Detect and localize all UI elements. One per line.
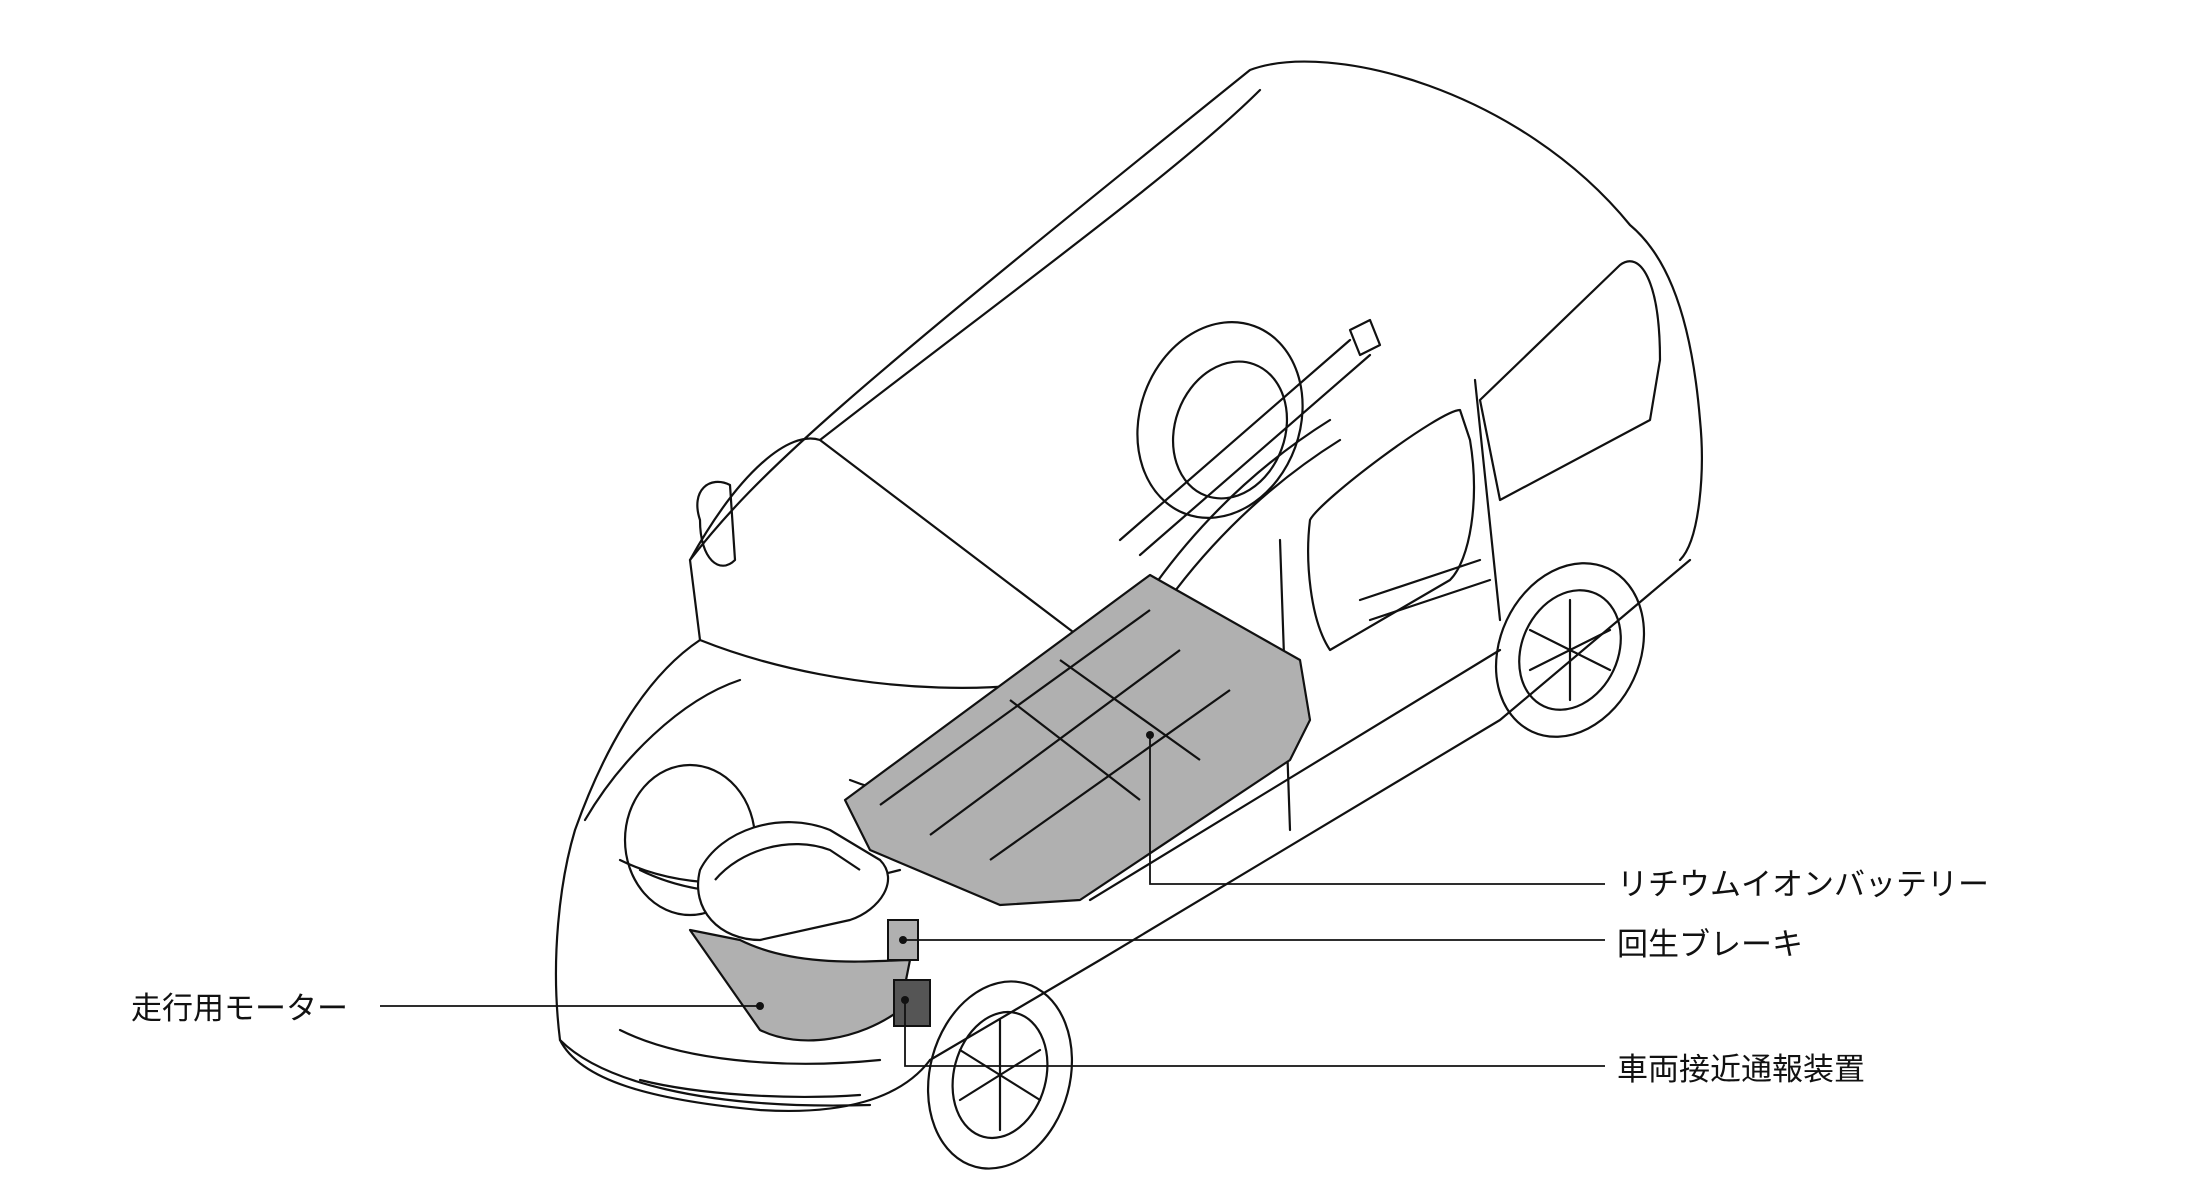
approach-alert-component (893, 979, 931, 1027)
leader-battery (1149, 735, 1605, 885)
label-vehicle-approach-alert: 車両接近通報装置 (1617, 1052, 1865, 1088)
leader-approach (904, 1000, 1605, 1067)
dot-battery (1146, 731, 1154, 739)
label-regenerative-brake: 回生ブレーキ (1617, 927, 1803, 963)
dot-motor (756, 1002, 764, 1010)
battery-pack (843, 573, 1312, 907)
dot-approach (901, 996, 909, 1004)
label-lithium-ion-battery: リチウムイオンバッテリー (1617, 867, 1989, 903)
dot-regen (899, 936, 907, 944)
label-drive-motor: 走行用モーター (131, 991, 348, 1027)
leader-dots (756, 731, 1154, 1010)
motor-assembly (688, 821, 912, 1042)
leader-lines (380, 735, 1605, 1067)
